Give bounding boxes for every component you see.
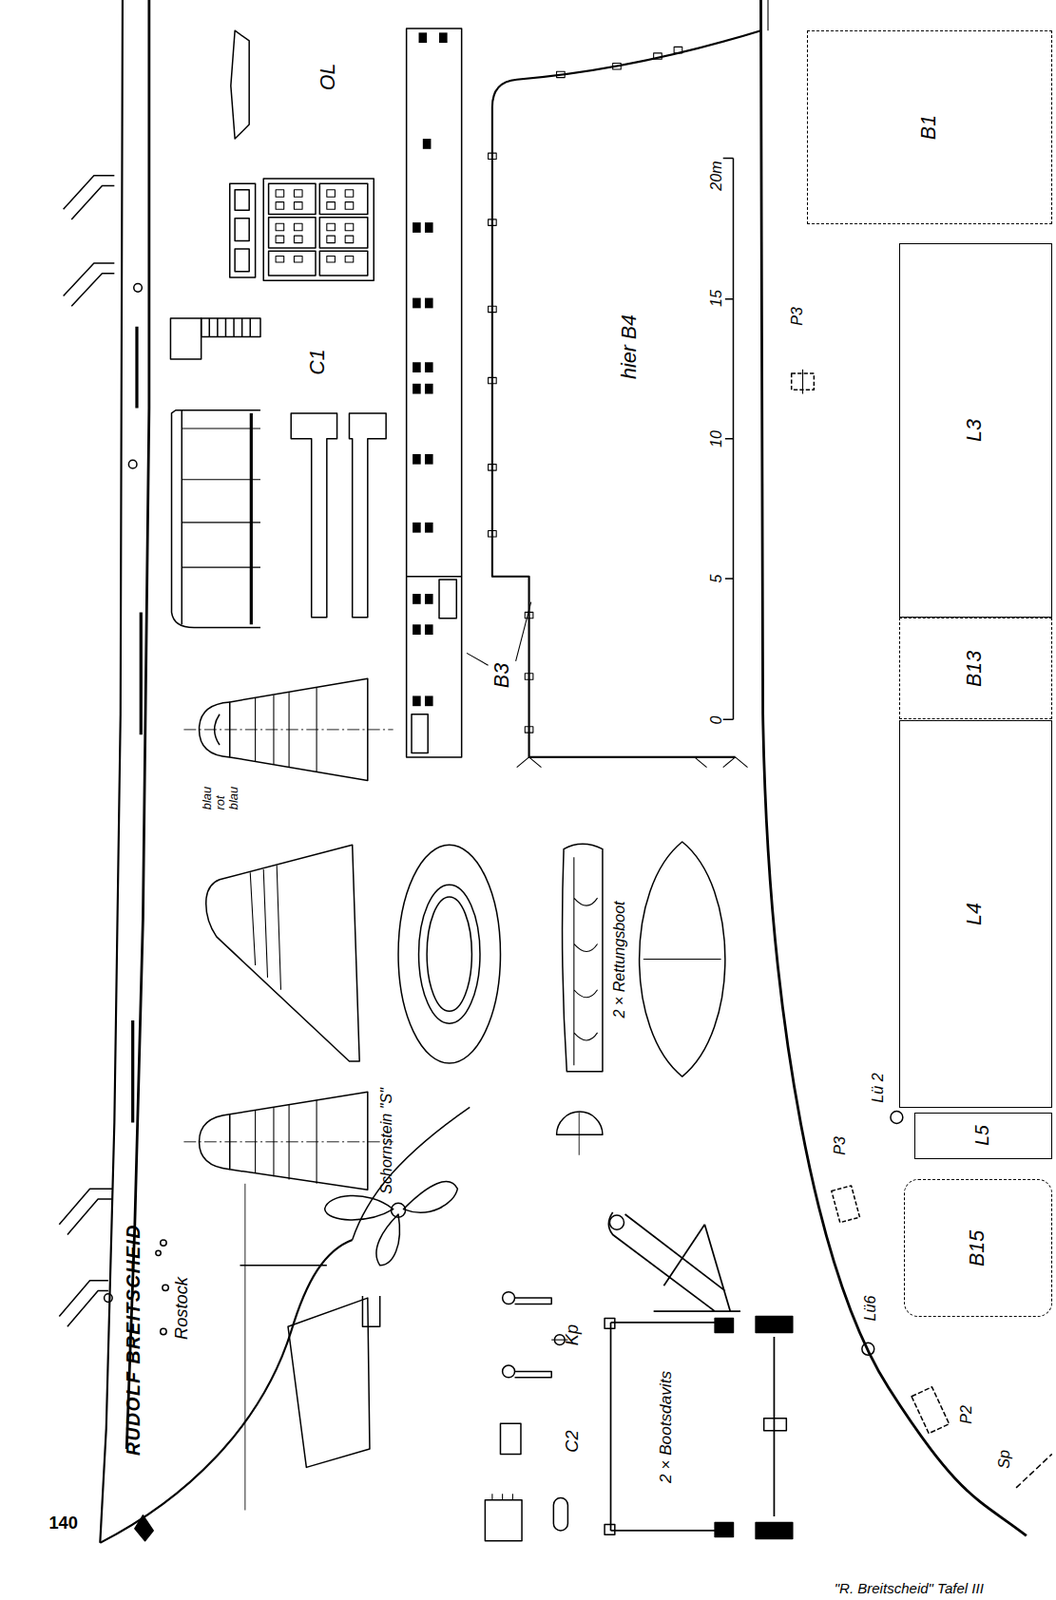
part-name: OL: [318, 62, 339, 91]
scale-number: 15: [708, 289, 724, 308]
colour-note: rot: [214, 795, 228, 810]
part-name: P2: [958, 1405, 974, 1425]
part-name: C1: [307, 349, 328, 376]
room-box: B13: [899, 617, 1053, 720]
part-name: 2 × Bootsdavits: [657, 1371, 674, 1484]
page-number: 140: [48, 1515, 77, 1533]
part-name: Lü6: [862, 1296, 878, 1323]
room-label: B13: [964, 651, 985, 688]
scale-number: 0: [708, 715, 724, 725]
room-label: L3: [964, 419, 985, 442]
part-name: Sp: [996, 1451, 1012, 1471]
colour-note: blau: [201, 787, 214, 810]
part-name: P3: [831, 1136, 847, 1156]
room-box: L5: [914, 1113, 1053, 1159]
room-label: hier B4: [620, 314, 641, 380]
colour-note: blau: [228, 787, 241, 810]
part-name: Kp: [563, 1324, 581, 1346]
part-name: B3: [492, 663, 513, 689]
room-box: B1: [806, 30, 1053, 225]
deck-area: hier B4: [536, 122, 726, 573]
part-name: P3: [788, 307, 805, 327]
room-label: L5: [973, 1126, 992, 1148]
scale-number: 10: [708, 430, 724, 448]
room-box: L4: [899, 720, 1053, 1109]
scale-number: 5: [708, 575, 724, 584]
room-box: L3: [899, 243, 1053, 618]
part-name: Schornstein "S": [378, 1088, 394, 1195]
home-port: Rostock: [172, 1277, 191, 1341]
room-box: B15: [903, 1179, 1053, 1318]
room-label: L4: [964, 902, 985, 926]
part-name: C2: [563, 1430, 581, 1453]
room-label: B1: [919, 115, 940, 140]
plate-caption: "R. Breitscheid" Tafel III: [834, 1581, 984, 1596]
room-label: B15: [967, 1229, 988, 1267]
ship-name: RUDOLF BREITSCHEID: [124, 1224, 143, 1457]
scale-number: 20m: [708, 160, 724, 191]
part-name: Lü 2: [869, 1074, 885, 1104]
part-name: 2 × Rettungsboot: [611, 901, 627, 1018]
